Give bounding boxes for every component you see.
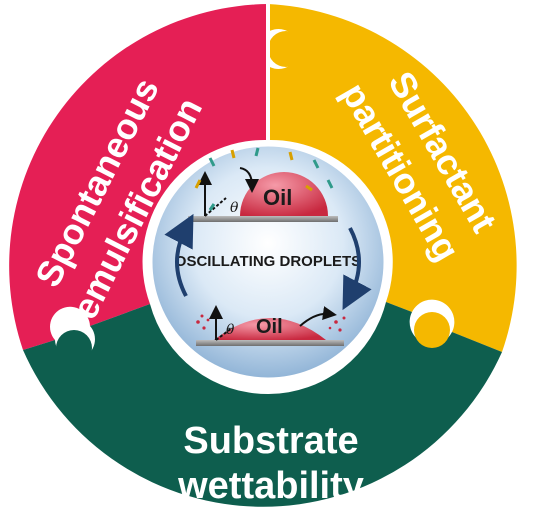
- bottom-substrate: [196, 340, 344, 346]
- puzzle-knob-left: [56, 330, 92, 366]
- segment-substrate-wettability: [23, 302, 502, 507]
- top-droplet-scene: Oil θ: [188, 147, 338, 222]
- top-oil-label: Oil: [263, 185, 292, 210]
- bottom-oil-droplet: [214, 318, 326, 340]
- cycle-arrow-left: [164, 213, 194, 297]
- bottom-droplet-scene: Oil θ: [196, 305, 346, 346]
- puzzle-knob-top: [268, 31, 304, 67]
- emulsion-droplets: [196, 314, 346, 332]
- bottom-angle-symbol: θ: [226, 322, 235, 338]
- center-label: OSCILLATING DROPLETS: [175, 253, 361, 270]
- segment-spontaneous-emulsification: [9, 4, 269, 350]
- cycle-arrow-right: [342, 227, 372, 311]
- segment-bottom-label-line2: wettability: [177, 465, 364, 507]
- puzzle-knob-right: [414, 312, 450, 348]
- center-circle: [147, 141, 389, 383]
- segment-bottom-label-line1: Substrate: [183, 420, 358, 462]
- top-angle-symbol: θ: [230, 200, 239, 216]
- surfactant-molecules: [194, 147, 334, 211]
- top-substrate: [188, 216, 338, 222]
- segment-surfactant-partitioning: [268, 4, 517, 352]
- top-oil-droplet: [240, 172, 328, 216]
- bottom-oil-label: Oil: [256, 316, 283, 338]
